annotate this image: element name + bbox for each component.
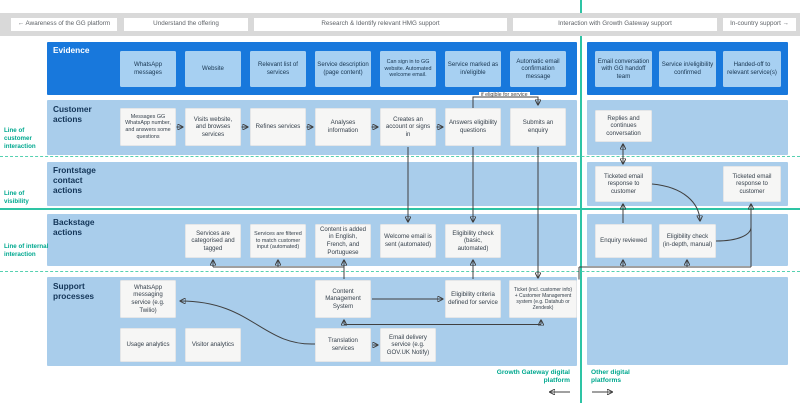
frontstage-lane-left: [47, 162, 577, 206]
lane-label-customer-interaction: Line of customer interaction: [4, 127, 36, 151]
phase-understand: Understand the offering: [124, 18, 248, 31]
frontstage-ticketed-email-1: Ticketed email response to customer: [595, 166, 652, 202]
evidence-row-label: Evidence: [53, 45, 90, 55]
backstage-eligibility-basic: Eligibility check (basic, automated): [445, 224, 501, 258]
phase-research: Research & Identify relevant HMG support: [254, 18, 507, 31]
evidence-relevant-list: Relevant list of services: [250, 51, 306, 87]
phase-awareness: ← Awareness of the GG platform: [11, 18, 117, 31]
backstage-eligibility-indepth: Eligibility check (in-depth, manual): [659, 224, 716, 258]
evidence-service-marked: Service marked as in/eligible: [445, 51, 501, 87]
platform-divider-line: [580, 0, 582, 403]
customer-creates-account: Creates an account or signs in: [380, 108, 436, 146]
customer-replies-continues: Replies and continues conversation: [595, 110, 652, 142]
support-usage-analytics: Usage analytics: [120, 328, 176, 362]
customer-visits-website: Visits website, and browses services: [185, 108, 241, 146]
support-email-delivery: Email delivery service (e.g. GOV.UK Noti…: [380, 328, 436, 362]
line-of-visibility: [0, 208, 800, 210]
line-of-internal-interaction: [0, 271, 800, 272]
backstage-content-added: Content is added in English, French, and…: [315, 224, 371, 258]
phase-interaction: Interaction with Growth Gateway support: [513, 18, 717, 31]
evidence-sign-in: Can sign in to GG website. Automated wel…: [380, 51, 436, 87]
footer-other-platforms: Other digital platforms: [591, 369, 630, 385]
lane-label-visibility: Line of visibility: [4, 190, 29, 206]
evidence-auto-email: Automatic email confirmation message: [510, 51, 566, 87]
lane-label-internal-interaction: Line of internal interaction: [4, 243, 49, 259]
evidence-handed-off: Handed-off to relevant service(s): [723, 51, 781, 87]
customer-submits-enquiry: Submits an enquiry: [510, 108, 566, 146]
support-lane-right: [587, 277, 788, 365]
line-of-customer-interaction: [0, 156, 800, 157]
support-cms: Content Management System: [315, 280, 371, 318]
backstage-services-categorised: Services are categorised and tagged: [185, 224, 241, 258]
support-eligibility-criteria: Eligibility criteria defined for service: [445, 280, 501, 318]
evidence-email-conversation: Email conversation with GG handoff team: [595, 51, 652, 87]
support-whatsapp-service: WhatsApp messaging service (e.g. Twilio): [120, 280, 176, 318]
evidence-service-description: Service description (page content): [315, 51, 371, 87]
customer-analyses-information: Analyses information: [315, 108, 371, 146]
backstage-row-label: Backstage actions: [53, 217, 95, 238]
support-translation-services: Translation services: [315, 328, 371, 362]
evidence-eligibility-confirmed: Service in/eligibility confirmed: [659, 51, 716, 87]
customer-row-label: Customer actions: [53, 104, 92, 125]
frontstage-row-label: Frontstage contact actions: [53, 165, 96, 196]
backstage-welcome-email: Welcome email is sent (automated): [380, 224, 436, 258]
support-visitor-analytics: Visitor analytics: [185, 328, 241, 362]
support-row-label: Support processes: [53, 281, 95, 302]
customer-refines-services: Refines services: [250, 108, 306, 146]
support-ticket-cms-system: Ticket (incl. customer info) + Customer …: [509, 280, 577, 318]
backstage-services-filtered: Services are filtered to match customer …: [250, 224, 306, 258]
evidence-whatsapp-messages: WhatsApp messages: [120, 51, 176, 87]
phase-incountry: In-country support →: [723, 18, 796, 31]
frontstage-ticketed-email-2: Ticketed email response to customer: [723, 166, 781, 202]
footer-growth-gateway-platform: Growth Gateway digital platform: [496, 369, 570, 385]
customer-answers-eligibility: Answers eligibility questions: [445, 108, 501, 146]
customer-messages-whatsapp: Messages GG WhatsApp number, and answers…: [120, 108, 176, 146]
backstage-enquiry-reviewed: Enquiry reviewed: [595, 224, 652, 258]
if-eligible-annotation: if eligible for service: [479, 92, 530, 99]
evidence-website: Website: [185, 51, 241, 87]
